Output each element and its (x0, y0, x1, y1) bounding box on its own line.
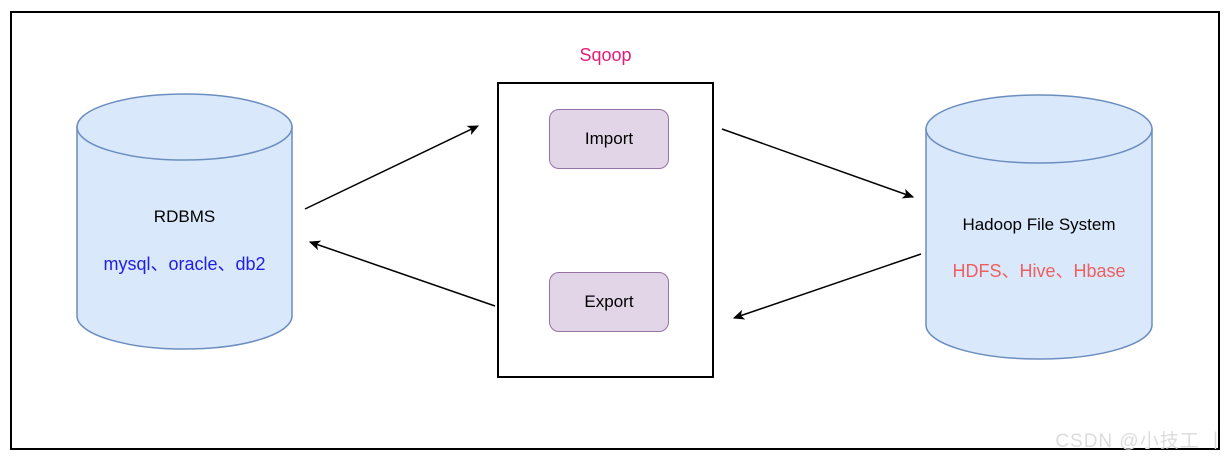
sqoop-title: Sqoop (579, 45, 632, 65)
hadoop-sublabel: HDFS、Hive、Hbase (952, 261, 1126, 281)
import-button: Import (549, 109, 669, 169)
hadoop-node: Hadoop File System HDFS、Hive、Hbase (925, 94, 1153, 360)
diagram-frame (10, 11, 1220, 450)
rdbms-sublabel: mysql、oracle、db2 (103, 254, 266, 274)
watermark: CSDN @小技工 丨 (1055, 431, 1226, 452)
hadoop-label: Hadoop File System (962, 215, 1116, 234)
database-cylinder-icon (925, 94, 1153, 360)
sqoop-box: Import Export (497, 82, 714, 378)
rdbms-node: RDBMS mysql、oracle、db2 (76, 93, 293, 350)
export-button: Export (549, 272, 669, 332)
rdbms-label: RDBMS (153, 207, 216, 226)
database-cylinder-icon (76, 93, 293, 350)
